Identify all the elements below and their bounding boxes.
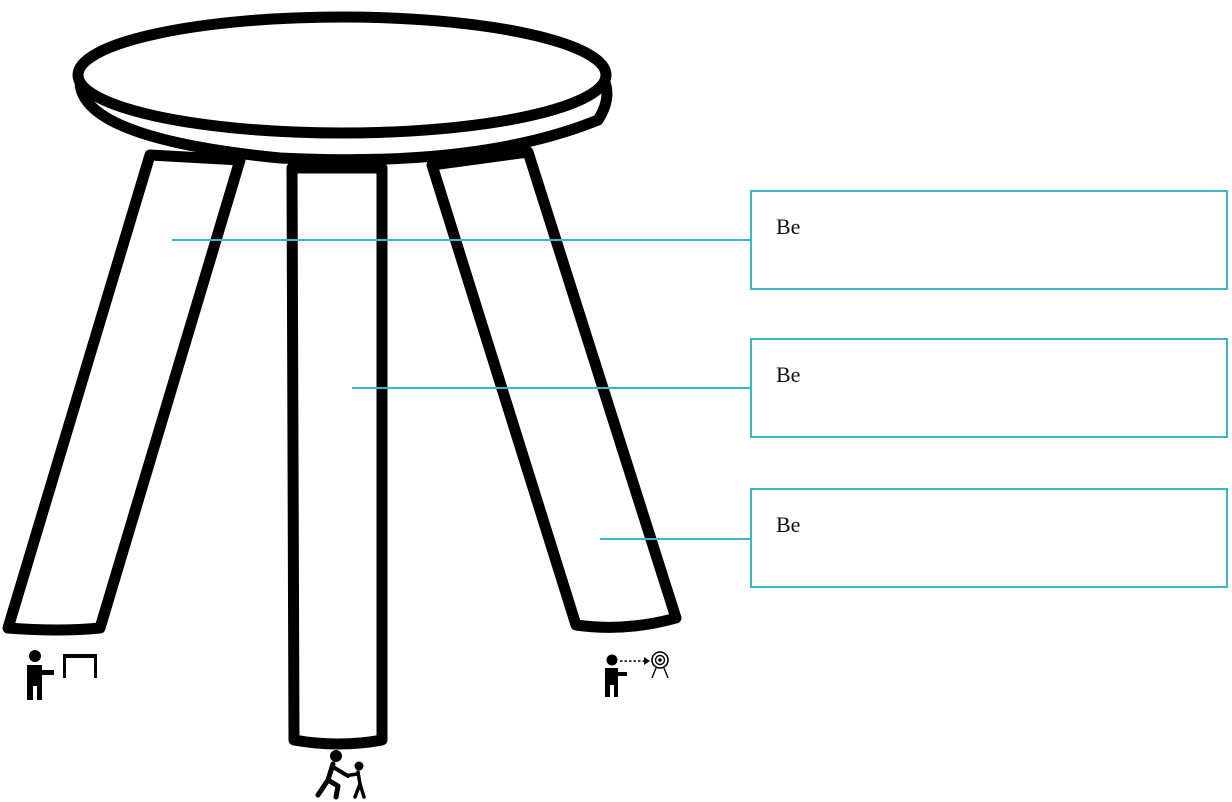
label-box-1: Be [750,190,1228,290]
label-text-3: Be [776,512,801,537]
stool-leg-right [426,146,682,633]
label-box-2: Be [750,338,1228,438]
stool-seat-top [72,11,612,139]
label-text-1: Be [776,214,801,239]
connector-lines [172,239,752,540]
stool-legs [2,146,682,750]
person-doorway-icon [27,650,97,700]
stool-leg-left [2,149,246,636]
label-text-2: Be [776,362,801,387]
label-box-3: Be [750,488,1228,588]
person-target-icon [605,651,669,697]
stool-seat [72,11,613,166]
stool-leg-middle [286,162,388,750]
adult-helping-child-icon [315,750,366,800]
